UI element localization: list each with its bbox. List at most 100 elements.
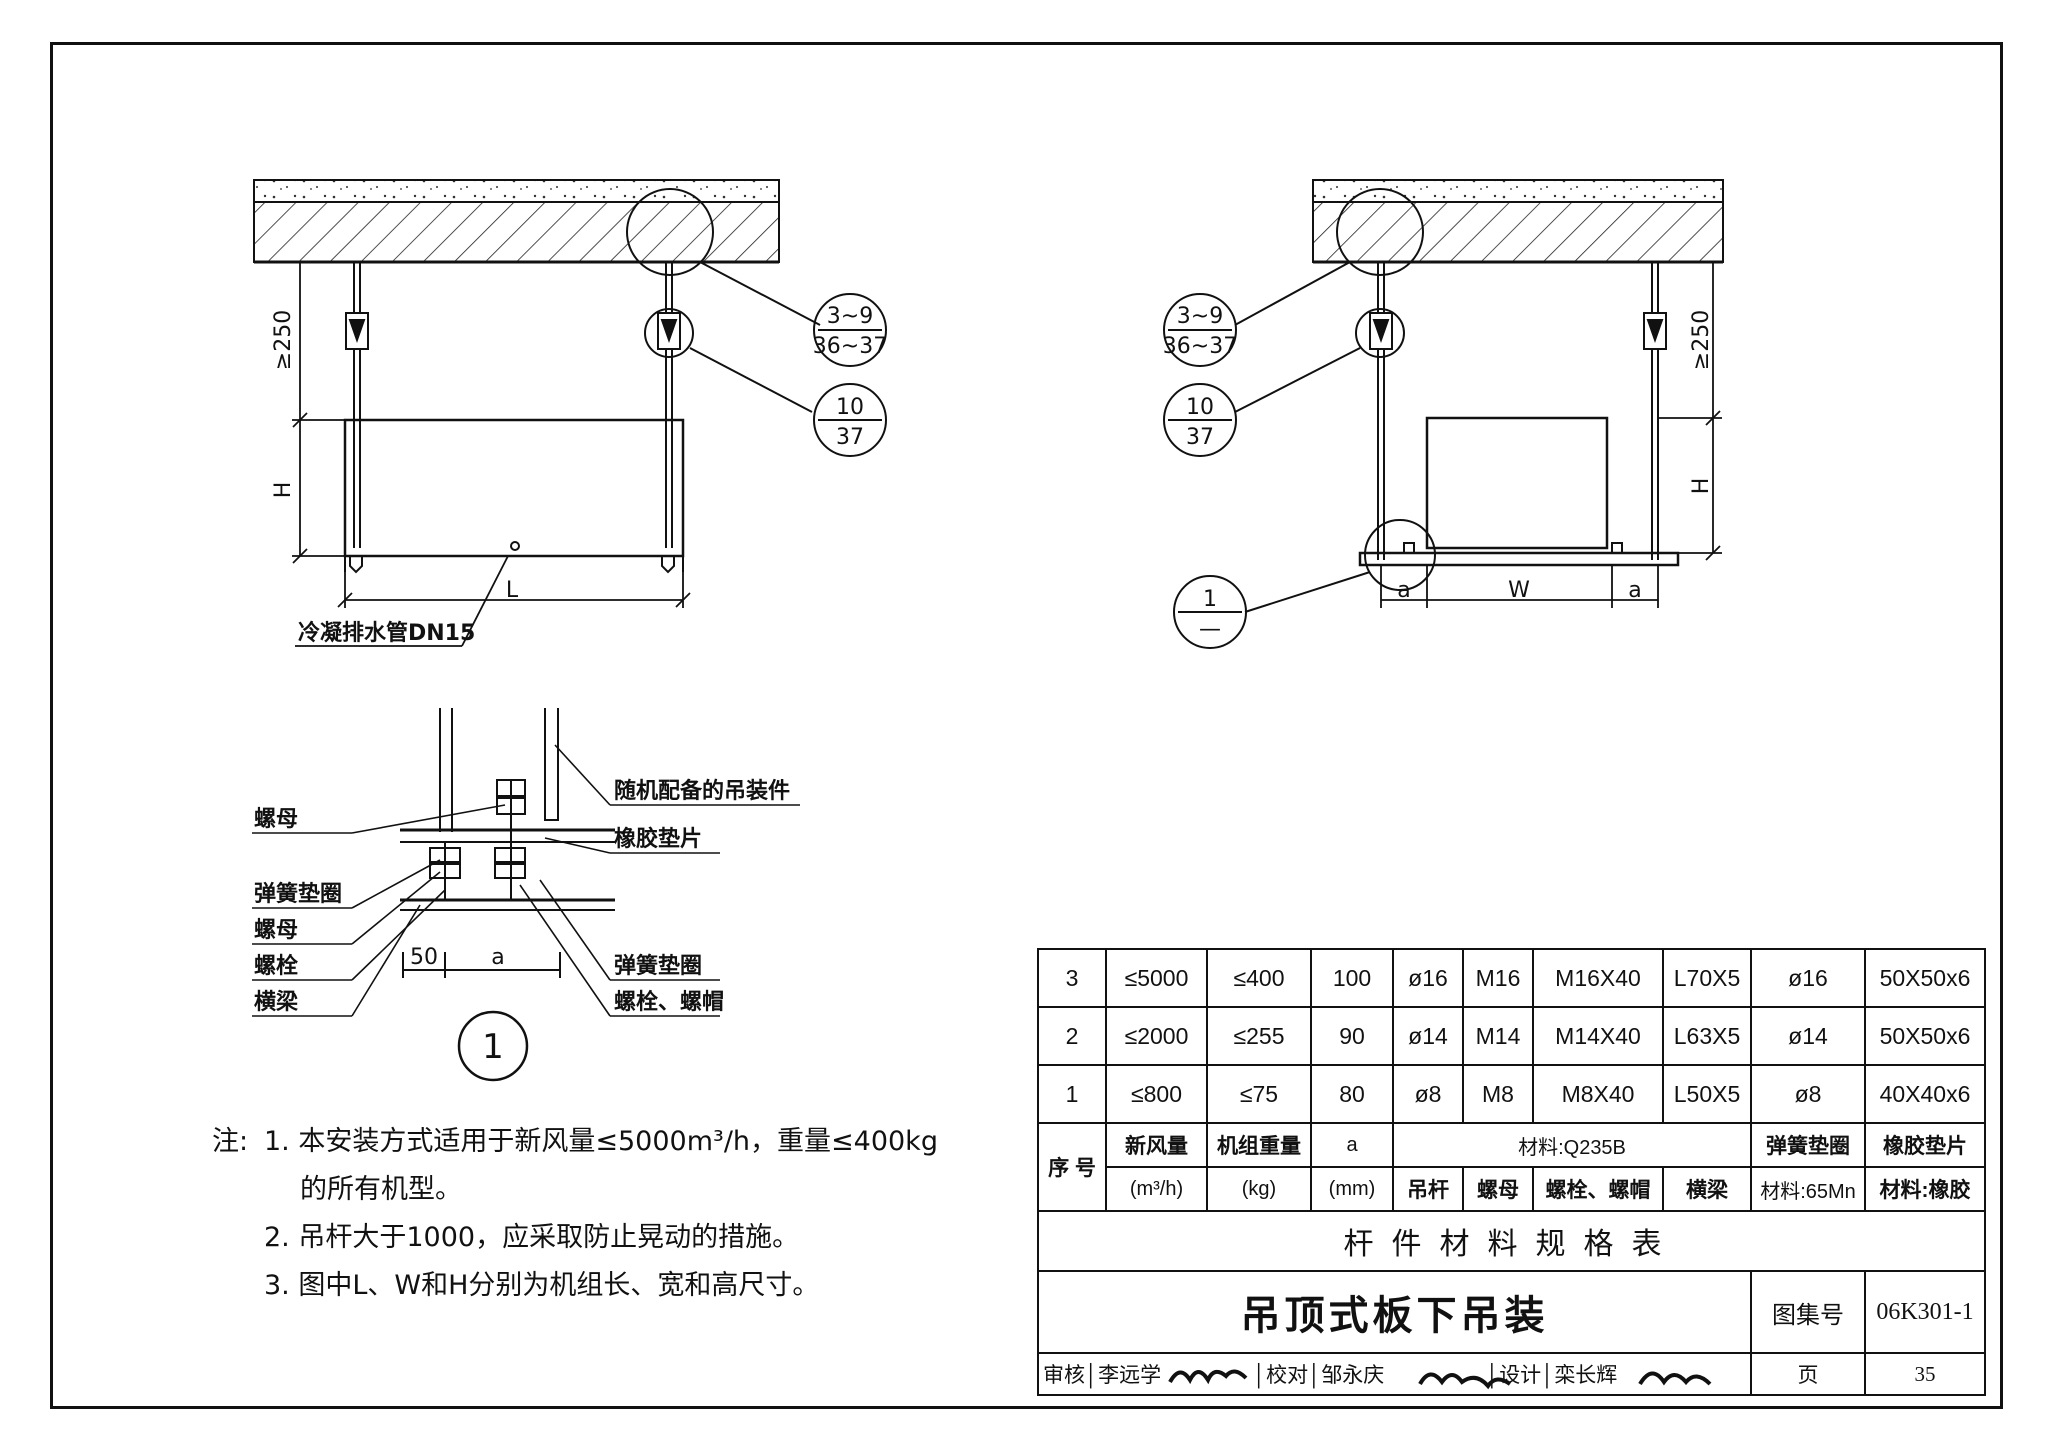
cell: 2 — [1037, 1006, 1107, 1066]
detail-leaders — [252, 744, 800, 1017]
signature-row: 审核│李远学 │校对│邹永庆 │设计│栾长辉 页 35 — [1037, 1352, 1986, 1396]
cell: 50X50x6 — [1864, 948, 1986, 1008]
cell: ø14 — [1392, 1006, 1464, 1066]
label-hanger-kit: 随机配备的吊装件 — [614, 778, 790, 804]
note-1-num: 1. — [264, 1126, 290, 1157]
header-seq: 序 号 — [1037, 1122, 1107, 1212]
header-bolt-nut: 螺栓、螺帽 — [1532, 1166, 1664, 1212]
header-airflow-unit: (m³/h) — [1105, 1166, 1208, 1212]
note-2-num: 2. — [264, 1222, 290, 1253]
designer-signature — [1623, 1362, 1703, 1387]
header-spring-material: 材料:65Mn — [1750, 1166, 1866, 1212]
callout-section-top: 1 — [1203, 587, 1217, 612]
caption-row: 杆件材料规格表 — [1037, 1210, 1986, 1272]
callout-detail-bottom-left: 36~37 — [813, 334, 887, 359]
table-caption: 杆件材料规格表 — [1037, 1210, 1986, 1272]
cell: ø8 — [1392, 1064, 1464, 1124]
dimensions-left — [292, 262, 691, 608]
callout-detail-top-left: 3~9 — [827, 304, 873, 329]
cell: M8 — [1462, 1064, 1534, 1124]
dim-min-drop-right: ≥250 — [1689, 310, 1714, 370]
header-material: 材料:Q235B — [1392, 1122, 1752, 1168]
note-3-line1: 图中L、W和H分别为机组长、宽和高尺寸。 — [298, 1270, 820, 1301]
cell: ø14 — [1750, 1006, 1866, 1066]
cell: 3 — [1037, 948, 1107, 1008]
title-row: 吊顶式板下吊装 图集号 06K301-1 — [1037, 1270, 1986, 1354]
label-rubber-pad: 橡胶垫片 — [614, 826, 702, 852]
detail-1-connection: 50 a 螺母 弹簧垫圈 螺母 螺栓 横梁 随机配备的吊装件 橡胶垫片 弹簧垫圈… — [252, 708, 800, 1082]
callout-hanger-top-left: 10 — [836, 395, 864, 420]
design-label: 设计 — [1499, 1364, 1542, 1387]
label-spring-washer-left: 弹簧垫圈 — [254, 881, 342, 907]
label-nut-bottom: 螺母 — [254, 918, 298, 943]
cell: ø16 — [1392, 948, 1464, 1008]
cell: ≤255 — [1206, 1006, 1312, 1066]
atlas-number: 06K301-1 — [1864, 1270, 1986, 1354]
spec-header-row-1: 序 号 新风量 机组重量 a 材料:Q235B 弹簧垫圈 橡胶垫片 — [1037, 1122, 1986, 1212]
spec-row-3: 3 ≤5000 ≤400 100 ø16 M16 M16X40 L70X5 ø1… — [1037, 948, 1986, 1008]
air-unit-right — [1358, 416, 1680, 567]
cell: 40X40x6 — [1864, 1064, 1986, 1124]
cell: M8X40 — [1532, 1064, 1664, 1124]
reviewer-name: 李远学 — [1098, 1364, 1162, 1387]
cell: ø8 — [1750, 1064, 1866, 1124]
note-1-line2: 的所有机型。 — [300, 1174, 462, 1205]
label-spring-washer-right: 弹簧垫圈 — [614, 953, 702, 979]
air-unit-left — [343, 418, 685, 574]
note-1-line1: 本安装方式适用于新风量≤5000m³/h，重量≤400kg — [298, 1126, 938, 1157]
label-nut-top: 螺母 — [254, 807, 298, 832]
detail-callouts-right — [1163, 188, 1436, 649]
cell: 100 — [1310, 948, 1394, 1008]
check-label: 校对 — [1266, 1364, 1309, 1387]
cell: 90 — [1310, 1006, 1394, 1066]
detail-dim-a: a — [491, 945, 504, 970]
header-weight: 机组重量 — [1206, 1122, 1312, 1168]
notes-block: 注: 1. 本安装方式适用于新风量≤5000m³/h，重量≤400kg 的所有机型… — [212, 1118, 938, 1310]
signature-cell: 审核│李远学 │校对│邹永庆 │设计│栾长辉 — [1037, 1352, 1752, 1396]
drawing-frame — [50, 42, 2003, 1409]
cell: M16X40 — [1532, 948, 1664, 1008]
right-elevation-view: ≥250 H a W a 3~9 36~37 10 37 1 — — [1163, 179, 1724, 649]
reviewer-signature — [1167, 1362, 1253, 1387]
callout-hanger-bottom-left: 37 — [836, 425, 864, 450]
header-nut: 螺母 — [1462, 1166, 1534, 1212]
dimensions-right — [1380, 262, 1722, 608]
note-3-num: 3. — [264, 1270, 290, 1301]
cell: ≤75 — [1206, 1064, 1312, 1124]
review-label: 审核 — [1043, 1364, 1085, 1387]
spec-row-1: 1 ≤800 ≤75 80 ø8 M8 M8X40 L50X5 ø8 40X40… — [1037, 1064, 1986, 1124]
callout-hanger-bottom-right: 37 — [1186, 425, 1214, 450]
left-elevation-view: ≥250 H L 3~9 36~37 10 37 冷凝排水管DN15 — [253, 179, 887, 647]
cell: M16 — [1462, 948, 1534, 1008]
label-bolt: 螺栓 — [254, 954, 298, 979]
note-2-line1: 吊杆大于1000，应采取防止晃动的措施。 — [298, 1222, 800, 1253]
drain-label: 冷凝排水管DN15 — [298, 620, 475, 646]
spec-table: 3 ≤5000 ≤400 100 ø16 M16 M16X40 L70X5 ø1… — [1037, 948, 1986, 1396]
hanger-rods-left — [345, 262, 681, 548]
header-beam: 横梁 — [1662, 1166, 1752, 1212]
callout-detail-top-right: 3~9 — [1177, 304, 1223, 329]
dim-a-right-right: a — [1628, 578, 1641, 603]
ceiling-slab-right — [1312, 179, 1724, 264]
label-bolt-nut: 螺栓、螺帽 — [614, 990, 724, 1015]
cell: L50X5 — [1662, 1064, 1752, 1124]
cell: M14 — [1462, 1006, 1534, 1066]
cell: ≤800 — [1105, 1064, 1208, 1124]
spec-row-2: 2 ≤2000 ≤255 90 ø14 M14 M14X40 L63X5 ø14… — [1037, 1006, 1986, 1066]
cell: L63X5 — [1662, 1006, 1752, 1066]
notes-prefix: 注: — [212, 1126, 249, 1157]
detail-number: 1 — [482, 1027, 504, 1067]
drawing-title: 吊顶式板下吊装 — [1037, 1270, 1752, 1354]
cell: L70X5 — [1662, 948, 1752, 1008]
detail-callout-circle-left — [626, 188, 887, 457]
detail-number-circle — [457, 1010, 529, 1082]
cell: 1 — [1037, 1064, 1107, 1124]
hanger-rods-right — [1369, 262, 1667, 560]
header-rubber-pad: 橡胶垫片 — [1864, 1122, 1986, 1168]
page-label: 页 — [1750, 1352, 1866, 1396]
dim-width-right: W — [1508, 578, 1530, 603]
cell: ≤5000 — [1105, 948, 1208, 1008]
header-rubber-material: 材料:橡胶 — [1864, 1166, 1986, 1212]
label-beam: 横梁 — [254, 990, 298, 1015]
